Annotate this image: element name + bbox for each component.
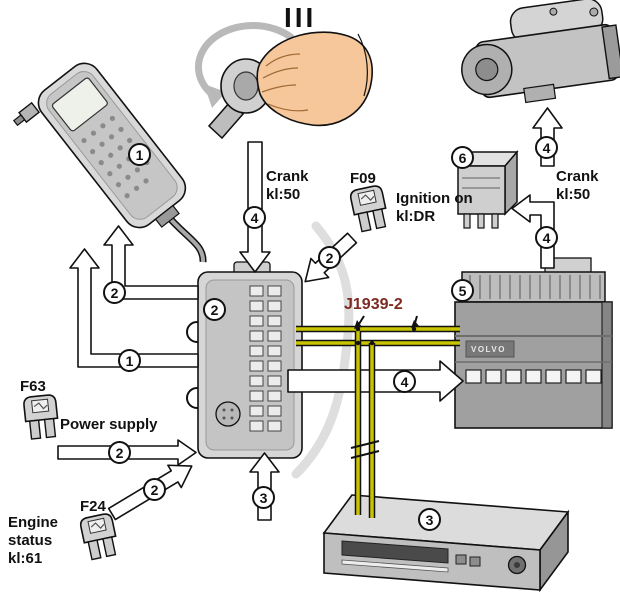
arrow-ecu-to-ems bbox=[287, 360, 464, 402]
arrow-ecu-to-handset-upper bbox=[103, 225, 199, 300]
ignition-label-line1: Ignition on bbox=[396, 190, 473, 207]
ems-brand-label: VOLVO bbox=[471, 345, 506, 354]
starter-motor-illustration bbox=[461, 0, 620, 104]
ecu-illustration bbox=[186, 261, 303, 459]
fuse-f09-icon bbox=[348, 183, 391, 234]
badge-arrow-ignition: 2 bbox=[318, 246, 341, 269]
j1939-bus-label: J1939-2 bbox=[344, 296, 403, 313]
fuse-f24-icon bbox=[78, 511, 121, 562]
engine-status-label-line3: kl:61 bbox=[8, 550, 43, 567]
ems-unit-illustration bbox=[454, 257, 613, 429]
badge-component-ems: 5 bbox=[451, 279, 474, 302]
badge-component-tachograph: 3 bbox=[418, 508, 441, 531]
handheld-tester-illustration bbox=[12, 62, 207, 263]
badge-arrow-engine-status: 2 bbox=[143, 478, 166, 501]
j1939-label-pointers bbox=[354, 315, 419, 329]
engine-status-label-line2: status bbox=[8, 532, 53, 549]
crank-right-label-line1: Crank bbox=[556, 168, 599, 185]
badge-arrow-tachograph: 3 bbox=[252, 486, 275, 509]
power-supply-label: Power supply bbox=[60, 416, 158, 433]
badge-arrow-power-supply: 2 bbox=[108, 441, 131, 464]
badge-component-handset: 1 bbox=[128, 143, 151, 166]
ignition-label-line2: kl:DR bbox=[396, 208, 436, 225]
key-position-label: III bbox=[284, 2, 317, 33]
harness-swoosh bbox=[291, 221, 354, 479]
crank-left-label-line2: kl:50 bbox=[266, 186, 301, 203]
crank-left-label-line1: Crank bbox=[266, 168, 309, 185]
fuse-f24-label: F24 bbox=[80, 498, 106, 515]
ignition-key-hand-illustration bbox=[194, 22, 373, 140]
badge-arrow-to-handset-upper: 2 bbox=[103, 281, 126, 304]
fuse-f63-icon bbox=[22, 393, 61, 441]
badge-component-ecu: 2 bbox=[203, 298, 226, 321]
j1939-wires-vertical bbox=[350, 326, 417, 518]
badge-arrow-ems-to-relay: 4 bbox=[535, 226, 558, 249]
badge-component-relay: 6 bbox=[451, 146, 474, 169]
tachograph-illustration bbox=[322, 494, 570, 593]
badge-arrow-crank: 4 bbox=[243, 206, 266, 229]
badge-arrow-relay-to-starter: 4 bbox=[535, 136, 558, 159]
j1939-wires-horizontal bbox=[296, 325, 460, 347]
engine-status-label-line1: Engine bbox=[8, 514, 59, 531]
fuse-f09-label: F09 bbox=[350, 170, 376, 187]
fuse-f63-label: F63 bbox=[20, 378, 46, 395]
badge-arrow-to-handset-lower: 1 bbox=[118, 349, 141, 372]
crank-right-label-line2: kl:50 bbox=[556, 186, 591, 203]
badge-arrow-ecu-to-ems: 4 bbox=[393, 370, 416, 393]
